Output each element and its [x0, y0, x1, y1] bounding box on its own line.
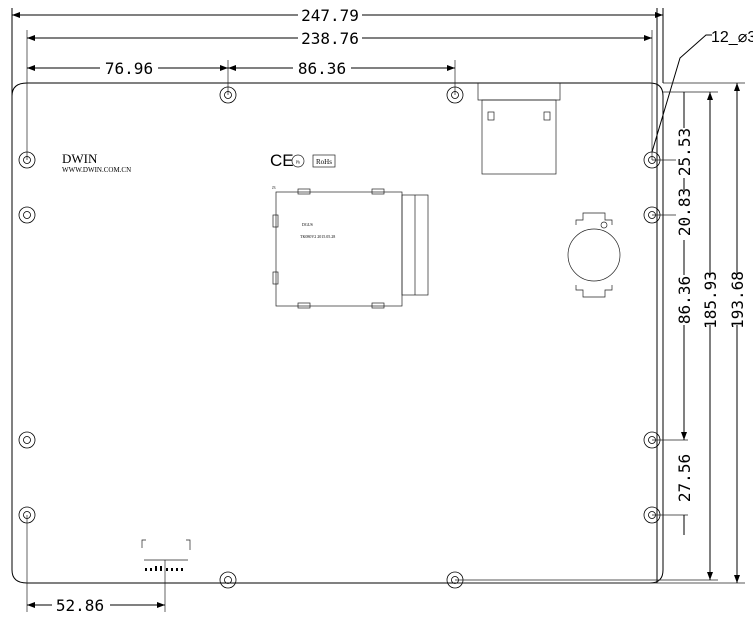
hole-icon — [18, 431, 36, 449]
certification-marks: CE Pb RoHs — [270, 151, 336, 170]
dim-hole1-to-hole2: 86.36 — [228, 59, 455, 78]
pb-free-icon — [291, 154, 305, 168]
hole-icon — [446, 86, 464, 104]
ce-mark-icon: CE — [270, 151, 294, 170]
dim-left-to-hole1: 76.96 — [27, 59, 228, 78]
svg-text:25.53: 25.53 — [675, 128, 694, 176]
battery-holder — [567, 212, 621, 298]
control-board: J3 DGUS TK080V2 2015.05.28 — [272, 185, 429, 309]
top-connector — [477, 83, 561, 175]
svg-text:DGUS: DGUS — [302, 222, 313, 227]
svg-text:20.83: 20.83 — [675, 188, 694, 236]
svg-text:193.68: 193.68 — [728, 271, 747, 329]
svg-text:52.86: 52.86 — [56, 596, 104, 615]
bottom-connector — [141, 539, 191, 571]
rohs-icon — [312, 154, 336, 168]
svg-text:27.56: 27.56 — [675, 454, 694, 502]
svg-text:86.36: 86.36 — [298, 59, 346, 78]
dim-hole-span-width: 238.76 — [27, 29, 652, 48]
svg-text:185.93: 185.93 — [701, 271, 720, 329]
hole-icon — [219, 571, 237, 589]
svg-text:247.79: 247.79 — [301, 6, 359, 25]
svg-text:TK080V2 2015.05.28: TK080V2 2015.05.28 — [300, 234, 335, 239]
svg-text:Pb: Pb — [296, 160, 300, 165]
svg-text:86.36: 86.36 — [675, 276, 694, 324]
svg-text:J3: J3 — [272, 185, 276, 190]
dim-overall-width: 247.79 — [12, 5, 663, 25]
hole-note: 12_⌀3.00 — [651, 29, 753, 153]
dim-bottom-connector: 52.86 — [26, 515, 166, 615]
panel-outline — [11, 8, 664, 584]
right-dimensions: 25.53 20.83 86.36 27.56 185.93 193.68 — [455, 82, 747, 584]
svg-text:238.76: 238.76 — [301, 29, 359, 48]
svg-text:12_⌀3.00: 12_⌀3.00 — [711, 29, 753, 46]
website-label: WWW.DWIN.COM.CN — [62, 166, 131, 174]
svg-text:RoHs: RoHs — [316, 158, 332, 166]
brand-label: DWIN — [62, 151, 98, 166]
hole-icon — [18, 151, 36, 169]
svg-text:76.96: 76.96 — [105, 59, 153, 78]
mounting-holes — [18, 86, 661, 589]
hole-icon — [219, 86, 237, 104]
hole-icon — [18, 206, 36, 224]
